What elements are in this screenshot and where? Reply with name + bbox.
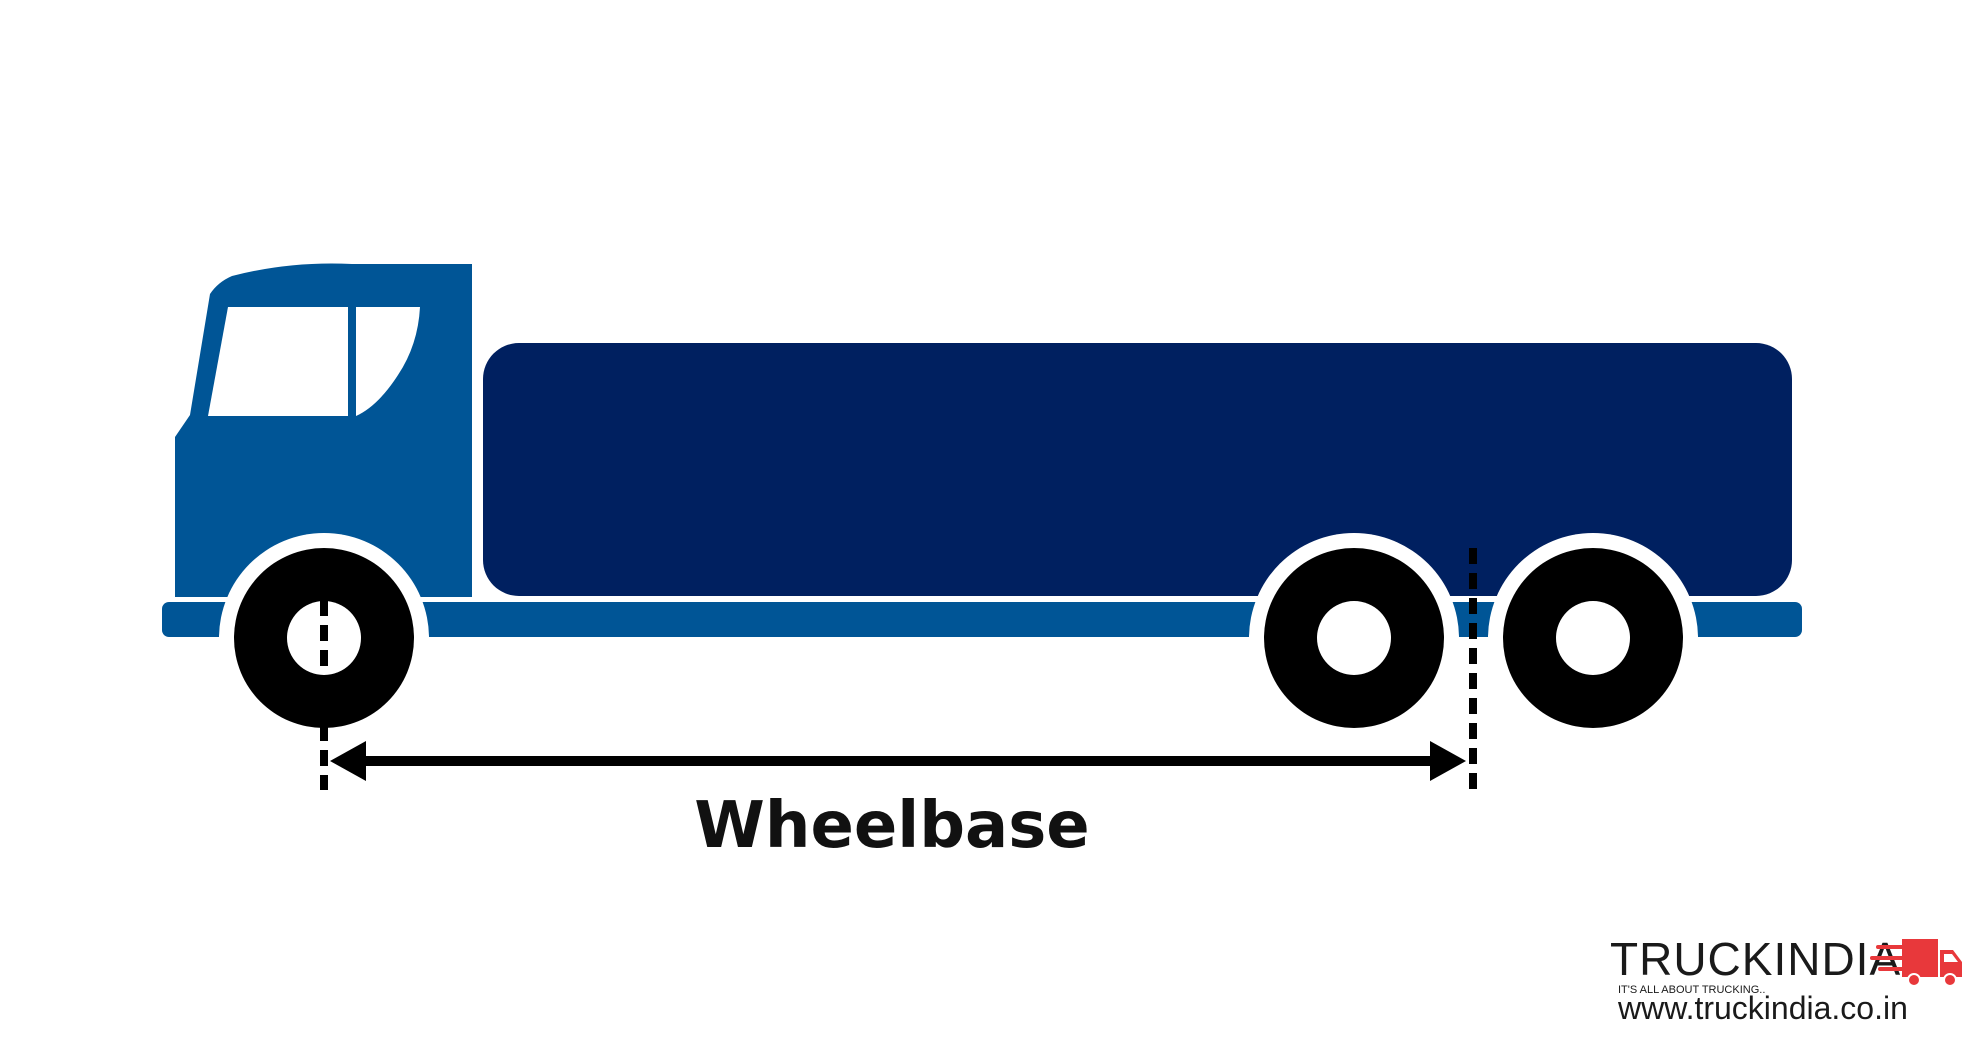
brand-name: TRUCKINDIA (1610, 933, 1901, 985)
brand-website: www.truckindia.co.in (1617, 990, 1908, 1026)
wheelbase-dimension-arrow (330, 741, 1466, 781)
cab-side-window (356, 307, 420, 416)
red-speeding-truck-icon (1870, 939, 1962, 987)
wheel-hub (1556, 601, 1630, 675)
wheelbase-label: Wheelbase (694, 789, 1089, 863)
cargo-body (483, 343, 1792, 596)
arrowhead-right (1430, 741, 1466, 781)
wheel-rear-1 (1249, 533, 1459, 743)
truck-cab (175, 263, 472, 597)
brand-tagline: IT'S ALL ABOUT TRUCKING.. (1618, 984, 1765, 996)
truckindia-branding: TRUCKINDIA IT'S ALL ABOUT TRUCKING.. www… (1610, 933, 1962, 1026)
cab-front-window (208, 307, 348, 416)
wheel-hub (1317, 601, 1391, 675)
wheel-rear-2 (1488, 533, 1698, 743)
arrowhead-left (330, 741, 366, 781)
